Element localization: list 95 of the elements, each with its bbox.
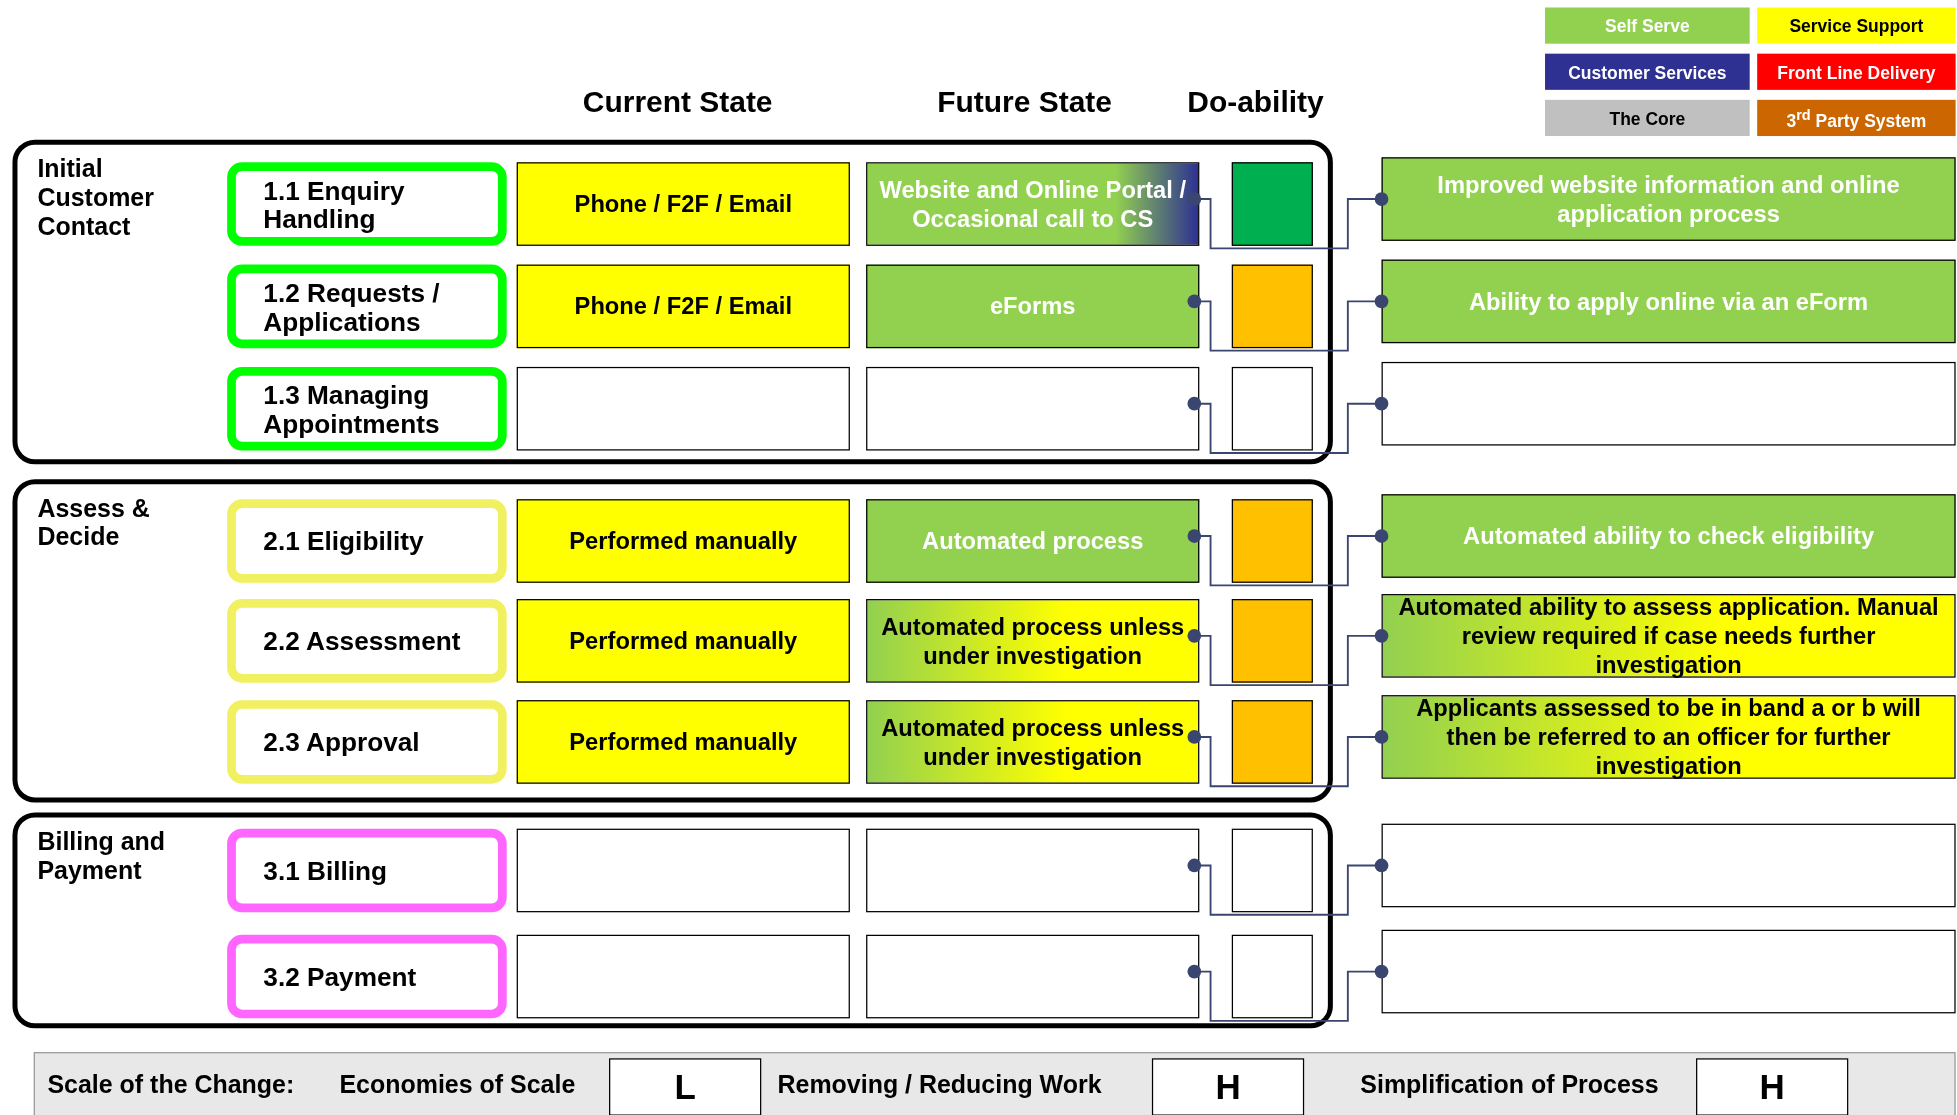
box-text: eForms: [988, 292, 1077, 321]
process-label: 1.2 Requests / Applications: [263, 277, 441, 336]
do-ability-box: [1231, 264, 1313, 349]
box-text: Automated process: [921, 526, 1145, 556]
do-ability-box: [1231, 700, 1313, 784]
process-box: [227, 162, 507, 246]
box-text: Performed manually: [568, 526, 799, 556]
outcome-box: [1381, 259, 1956, 344]
process-label: 1.3 Managing Appointments: [263, 380, 441, 438]
group-title: Assess & Decide: [37, 494, 151, 552]
process-label: 2.2 Assessment: [263, 626, 461, 656]
do-ability-box: [1231, 828, 1313, 913]
box-text: Improved website information and online application process: [1436, 170, 1901, 228]
current-state-box: [516, 934, 850, 1019]
rating-value: L: [674, 1072, 696, 1102]
box-text: Applicants assessed to be in band a or b will then be referred to an officer for further investigation: [1415, 694, 1922, 780]
process-box: [227, 934, 507, 1019]
rating-box: [1696, 1058, 1849, 1115]
legend-label: 3$^{rd}$ Party System: [1786, 105, 1927, 131]
group-frame: [12, 139, 1333, 465]
connector: [1187, 294, 1389, 352]
group-frame: [12, 479, 1333, 803]
future-state-box: [866, 934, 1200, 1019]
box-text: Performed manually: [568, 727, 799, 757]
future-state-box: [866, 700, 1200, 784]
connector: [1187, 730, 1389, 788]
connector: [1187, 858, 1389, 916]
box-text: Ability to apply online via an eForm: [1467, 287, 1870, 316]
outcome-box: [1381, 929, 1956, 1014]
do-ability-box: [1231, 162, 1313, 246]
group-title: Billing and Payment: [37, 827, 166, 885]
future-state-box: [866, 599, 1200, 683]
current-state-box: [516, 499, 850, 583]
connector: [1187, 396, 1389, 454]
process-label: 3.2 Payment: [263, 962, 417, 991]
process-box: [227, 366, 507, 451]
process-box: [227, 499, 507, 583]
outcome-box: [1381, 823, 1956, 908]
future-state-box: [866, 264, 1200, 349]
do-ability-box: [1231, 499, 1313, 583]
outcome-box: [1381, 494, 1956, 578]
future-state-box: [866, 828, 1200, 913]
connector: [1187, 964, 1389, 1022]
box-text: Performed manually: [568, 626, 799, 656]
current-state-box: [516, 366, 850, 451]
do-ability-box: [1231, 366, 1313, 451]
legend-label: Self Serve: [1605, 15, 1690, 36]
process-label: 1.1 Enquiry Handling: [263, 175, 406, 233]
rating-box: [609, 1058, 762, 1115]
legend-label: Front Line Delivery: [1777, 61, 1936, 82]
do-ability-box: [1231, 934, 1313, 1019]
rating-value: H: [1759, 1072, 1785, 1102]
box-text: Automated process unless under investigation: [880, 713, 1186, 771]
do-ability-box: [1231, 599, 1313, 683]
legend-label: Service Support: [1789, 15, 1924, 36]
box-text: Automated process unless under investigation: [880, 612, 1186, 670]
current-state-box: [516, 162, 850, 246]
connector: [1187, 529, 1389, 587]
current-state-box: [516, 264, 850, 349]
legend-label: The Core: [1609, 107, 1686, 128]
rating-box: [1151, 1058, 1305, 1115]
box-text: Website and Online Portal / Occasional call to CS: [878, 175, 1187, 233]
scale-label: Removing / Reducing Work: [777, 1070, 1102, 1100]
column-header: Current State: [582, 84, 773, 120]
column-header: Do-ability: [1187, 84, 1324, 120]
current-state-box: [516, 700, 850, 784]
rating-value: H: [1215, 1072, 1241, 1102]
process-box: [227, 828, 507, 913]
outcome-box: [1381, 361, 1956, 446]
group-title: Initial Customer Contact: [37, 154, 155, 241]
legend-label: Customer Services: [1568, 61, 1727, 82]
current-state-box: [516, 828, 850, 913]
process-box: [227, 264, 507, 349]
scale-label: Simplification of Process: [1360, 1070, 1659, 1100]
box-text: Automated ability to assess application. Manual review required if case needs further investigation: [1397, 593, 1940, 679]
box-text: Phone / F2F / Email: [573, 292, 793, 321]
scale-label: Economies of Scale: [339, 1070, 576, 1100]
connector: [1187, 192, 1389, 250]
future-state-box: [866, 499, 1200, 583]
future-state-box: [866, 162, 1200, 246]
future-state-box: [866, 366, 1200, 451]
column-header: Future State: [937, 84, 1112, 120]
process-box: [227, 599, 507, 683]
current-state-box: [516, 599, 850, 683]
process-box: [227, 700, 507, 784]
connector: [1187, 629, 1389, 687]
process-label: 3.1 Billing: [263, 856, 388, 885]
box-text: Phone / F2F / Email: [573, 189, 793, 219]
box-text: Automated ability to check eligibility: [1462, 521, 1876, 551]
group-frame: [12, 812, 1333, 1029]
footer-band: [33, 1052, 1956, 1115]
process-label: 2.3 Approval: [263, 727, 420, 757]
process-label: 2.1 Eligibility: [263, 526, 424, 556]
outcome-box: [1381, 157, 1956, 241]
scale-label: Scale of the Change:: [47, 1070, 295, 1100]
